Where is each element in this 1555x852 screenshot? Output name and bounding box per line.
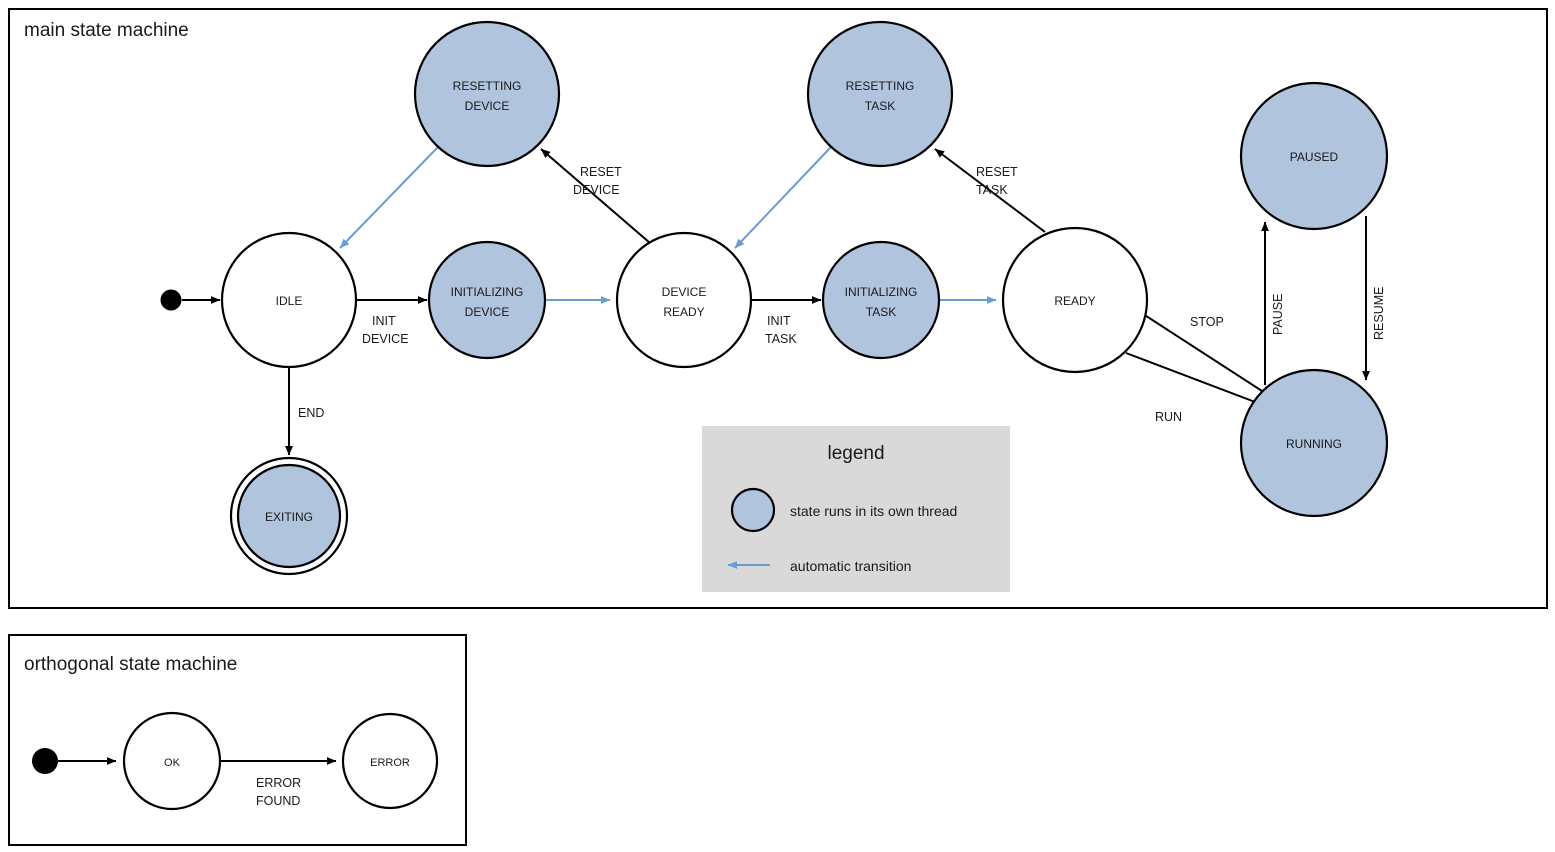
state-label-ok: OK (164, 757, 181, 769)
state-label-initializing-device-line1: INITIALIZING (451, 285, 524, 299)
state-node-ok[interactable]: OK (122, 711, 222, 811)
edge-label-end: END (298, 406, 324, 420)
initial-state-dot (160, 289, 182, 311)
state-label-idle: IDLE (276, 294, 303, 308)
legend-item-label-threaded-state: state runs in its own thread (790, 503, 957, 519)
edge-resetting-device-to-idle (339, 146, 439, 249)
state-shape-error (341, 712, 439, 810)
edge-resetting-task-to-device-ready (734, 146, 832, 249)
edge-label-init-task-line1: INIT (767, 314, 791, 328)
state-label-resetting-device-line1: RESETTING (453, 79, 522, 93)
edge-label-reset-device-line2: DEVICE (573, 183, 620, 197)
state-label-resetting-task-line1: RESETTING (846, 79, 915, 93)
edge-label-reset-task-line2: TASK (976, 183, 1008, 197)
state-shape-running (1239, 368, 1389, 518)
state-shape-exiting-inner (236, 463, 342, 569)
state-label-error: ERROR (370, 757, 410, 769)
state-node-idle[interactable]: IDLE (220, 231, 358, 369)
state-label-exiting: EXITING (265, 510, 313, 524)
state-node-ready[interactable]: READY (1001, 226, 1149, 374)
edge-label-error-found-line2: FOUND (256, 794, 300, 808)
state-shape-ready (1001, 226, 1149, 374)
orthogonal-initial-state-dot (32, 748, 58, 774)
edge-label-init-device-line1: INIT (372, 314, 396, 328)
legend-threaded-state-swatch-icon (730, 487, 776, 533)
state-label-resetting-device-line2: DEVICE (465, 99, 510, 113)
state-shape-idle (220, 231, 358, 369)
legend-item-label-auto-transition: automatic transition (790, 558, 911, 574)
edge-running-to-ready (1136, 309, 1263, 392)
state-label-device-ready-line2: READY (663, 305, 704, 319)
state-label-initializing-task-line2: TASK (866, 305, 896, 319)
edge-label-resume: RESUME (1372, 287, 1386, 340)
edge-label-reset-task-line1: RESET (976, 165, 1018, 179)
state-label-paused: PAUSED (1290, 150, 1339, 164)
state-label-running: RUNNING (1286, 437, 1342, 451)
edge-device-ready-to-resetting-device (540, 148, 651, 244)
edge-ready-to-running (1125, 352, 1264, 406)
legend-title: legend (827, 443, 884, 464)
state-node-exiting[interactable]: EXITING (229, 456, 349, 576)
state-node-resetting-device[interactable]: RESETTING DEVICE (413, 20, 561, 168)
state-label-initializing-device-line2: DEVICE (465, 305, 510, 319)
edge-label-init-task-line2: TASK (765, 332, 797, 346)
state-shape-initializing-device (427, 240, 547, 360)
state-node-paused[interactable]: PAUSED (1239, 81, 1389, 231)
state-node-initializing-task[interactable]: INITIALIZING TASK (821, 240, 941, 360)
state-shape-initializing-task (821, 240, 941, 360)
state-shape-paused (1239, 81, 1389, 231)
main-state-machine-title: main state machine (24, 20, 189, 41)
orthogonal-state-machine-title: orthogonal state machine (24, 654, 237, 675)
edge-label-pause: PAUSE (1271, 294, 1285, 335)
edge-label-init-device-line2: DEVICE (362, 332, 409, 346)
state-shape-ok (122, 711, 222, 811)
state-shape-resetting-task (806, 20, 954, 168)
legend-item-threaded-state: state runs in its own thread (730, 487, 957, 533)
state-label-device-ready-line1: DEVICE (662, 285, 707, 299)
state-label-initializing-task-line1: INITIALIZING (845, 285, 918, 299)
state-label-resetting-task-line2: TASK (865, 99, 895, 113)
state-shape-device-ready (615, 231, 753, 369)
state-node-initializing-device[interactable]: INITIALIZING DEVICE (427, 240, 547, 360)
state-label-ready: READY (1054, 294, 1095, 308)
state-node-resetting-task[interactable]: RESETTING TASK (806, 20, 954, 168)
edge-label-run: RUN (1155, 410, 1182, 424)
edge-label-error-found-line1: ERROR (256, 776, 301, 790)
edge-label-reset-device-line1: RESET (580, 165, 622, 179)
legend-panel: legend state runs in its own thread auto… (702, 426, 1010, 592)
state-shape-resetting-device (413, 20, 561, 168)
state-node-error[interactable]: ERROR (341, 712, 439, 810)
state-node-running[interactable]: RUNNING (1239, 368, 1389, 518)
edge-label-stop: STOP (1190, 315, 1224, 329)
edge-ready-to-resetting-task (934, 148, 1046, 233)
legend-item-auto-transition: automatic transition (727, 558, 911, 574)
state-node-device-ready[interactable]: DEVICE READY (615, 231, 753, 369)
